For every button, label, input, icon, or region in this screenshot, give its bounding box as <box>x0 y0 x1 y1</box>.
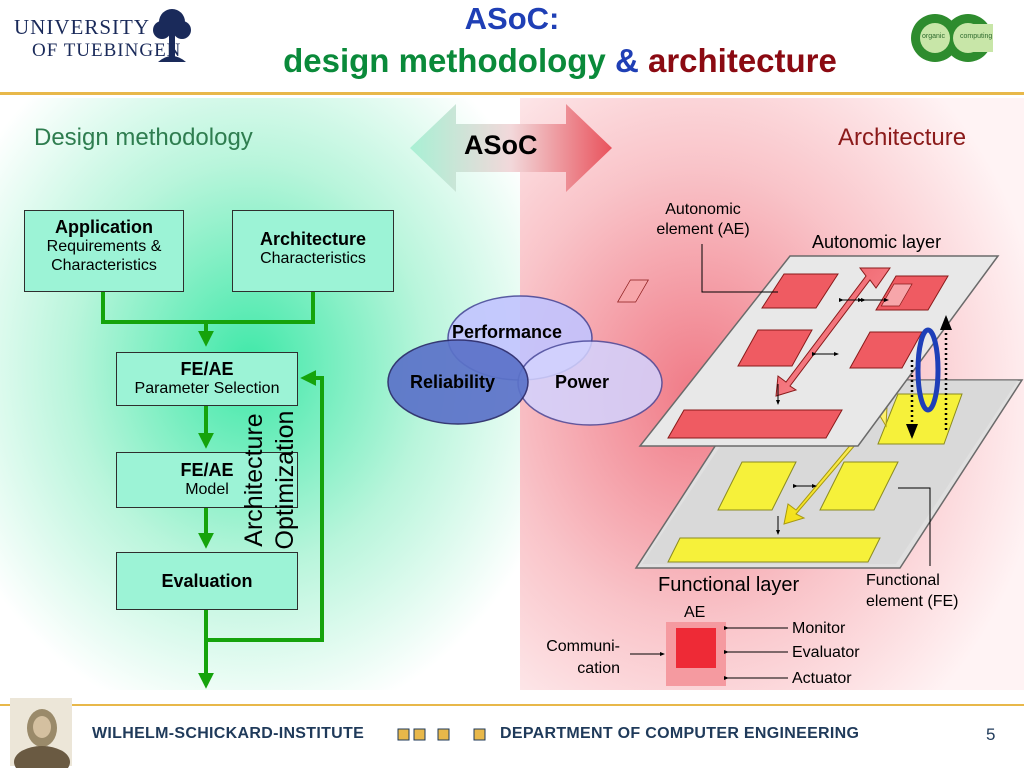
architecture-box-line2: Characteristics <box>260 250 366 267</box>
tree-logo-icon <box>153 9 191 62</box>
legend-communication-label: Communi- cation <box>522 636 620 680</box>
oc-logo-word-computing: computing <box>960 33 993 40</box>
architecture-box-title: Architecture <box>259 229 367 249</box>
fe-callout-line1: Functional <box>866 572 940 589</box>
layer-loop <box>906 315 952 439</box>
architecture-heading: Architecture <box>838 124 967 151</box>
legend-actuator-label: Actuator <box>792 670 852 687</box>
asoc-double-arrow <box>410 104 612 192</box>
slide-title-line2: design methodology & architecture <box>0 42 1024 80</box>
venn-diagram <box>387 295 663 426</box>
application-box: Application Requirements & Characteristi… <box>24 210 184 292</box>
design-methodology-heading: Design methodology <box>34 124 253 151</box>
functional-layer-label: Functional layer <box>658 574 800 596</box>
legend-comm-line2: cation <box>577 660 620 677</box>
university-name-line2: OF TUEBINGEN <box>32 40 182 61</box>
evaluation-title: Evaluation <box>161 571 253 591</box>
legend-ae-label: AE <box>684 604 706 621</box>
title-design-methodology: design methodology <box>283 42 606 79</box>
footer-institute: WILHELM-SCHICKARD-INSTITUTE <box>92 725 365 742</box>
fe-ae-param-title: FE/AE <box>180 359 234 379</box>
ae-legend-block <box>630 622 788 686</box>
oc-logo-icon <box>911 14 993 62</box>
fe-ae-model-title: FE/AE <box>180 460 234 480</box>
university-name-line1: UNIVERSITY <box>14 15 150 39</box>
fe-ae-parameter-selection-box: FE/AE Parameter Selection <box>116 352 298 406</box>
footer-department: DEPARTMENT OF COMPUTER ENGINEERING <box>500 725 860 742</box>
evaluation-box: Evaluation <box>116 552 298 610</box>
application-line3: Characteristics <box>51 257 157 274</box>
legend-monitor-label: Monitor <box>792 620 846 637</box>
autonomic-layer-label: Autonomic layer <box>812 232 942 252</box>
title-ampersand: & <box>614 42 639 79</box>
title-architecture: architecture <box>647 42 837 79</box>
application-title: Application <box>55 217 153 237</box>
venn-power-label: Power <box>555 372 610 392</box>
flow-connectors <box>101 292 324 689</box>
legend-evaluator-label: Evaluator <box>792 644 860 661</box>
portrait-icon <box>10 698 72 768</box>
ae-callout-line2: element (AE) <box>656 221 750 238</box>
autonomic-layer-plane <box>617 255 1000 447</box>
loop-label-line1: Architecture <box>240 413 268 547</box>
footer-squares <box>397 728 486 741</box>
fe-ae-model-line2: Model <box>185 481 229 498</box>
architecture-optimization-label: Architecture Optimization <box>239 380 301 580</box>
application-line2: Requirements & <box>46 238 162 255</box>
architecture-characteristics-box: Architecture Characteristics <box>232 210 394 292</box>
legend-comm-line1: Communi- <box>546 638 620 655</box>
callout-lines <box>701 244 931 566</box>
fe-ae-param-line2: Parameter Selection <box>134 380 280 397</box>
asoc-arrow-label: ASoC <box>464 130 538 160</box>
loop-label-line2: Optimization <box>271 410 299 550</box>
ae-callout-line1: Autonomic <box>665 201 741 218</box>
fe-callout-line2: element (FE) <box>866 593 959 610</box>
fe-ae-model-box: FE/AE Model <box>116 452 298 508</box>
fe-callout-label: Functional element (FE) <box>866 570 958 612</box>
oc-logo-word-organic: organic <box>922 33 945 40</box>
slide-title-line1: ASoC: <box>464 1 560 36</box>
page-number: 5 <box>986 725 996 744</box>
ae-callout-label: Autonomic element (AE) <box>640 200 766 240</box>
venn-performance-label: Performance <box>452 322 563 342</box>
venn-reliability-label: Reliability <box>410 372 496 392</box>
